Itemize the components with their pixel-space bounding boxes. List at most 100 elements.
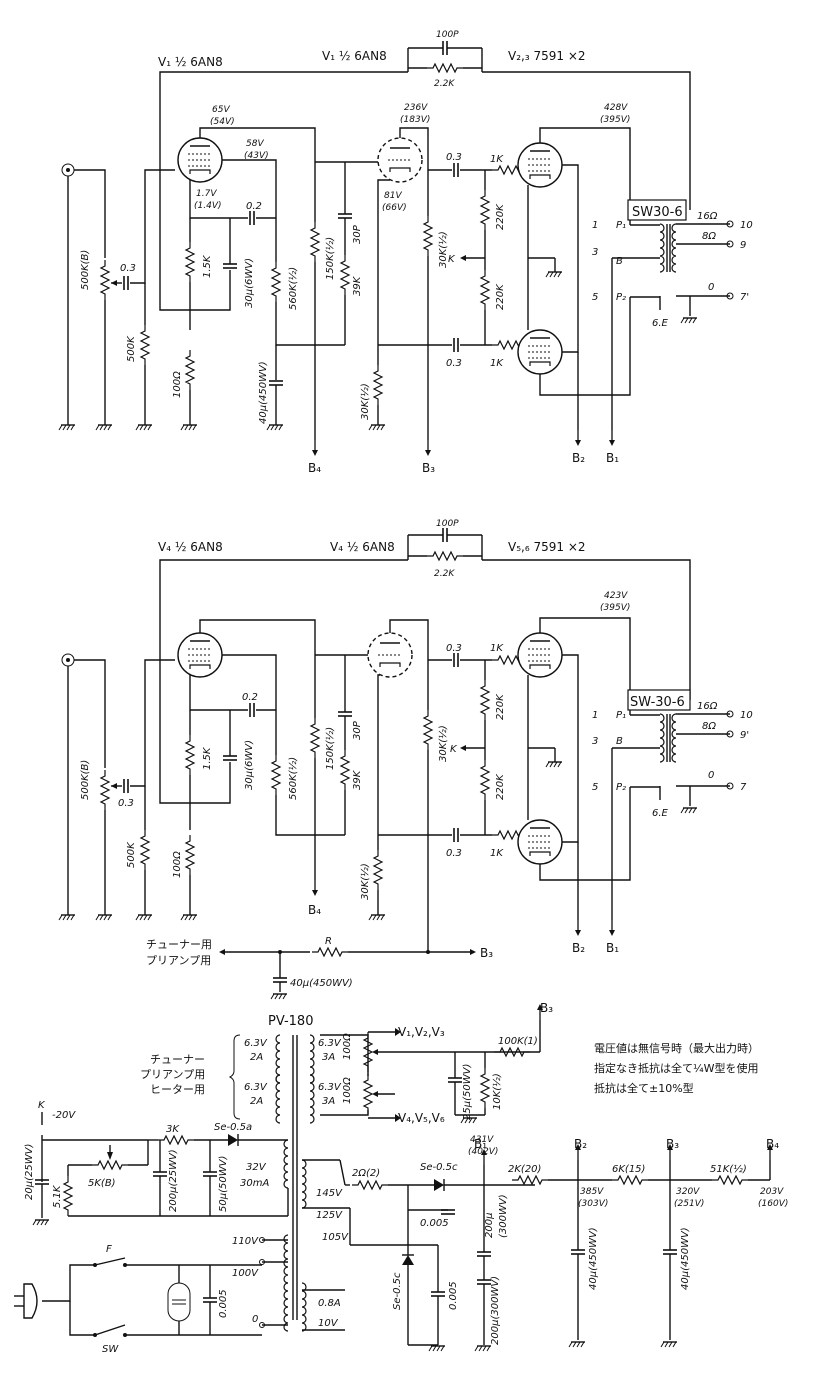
bias-voltage: -20V bbox=[52, 1110, 76, 1121]
b4-label: B₄ bbox=[308, 461, 321, 475]
grid-res-label: 500K bbox=[126, 335, 137, 362]
input-cap-label-2: 0.3 bbox=[118, 798, 134, 809]
cap-40u-b: 40μ(450WV) bbox=[680, 1227, 691, 1290]
cap-20u: 20μ(25WV) bbox=[24, 1144, 35, 1200]
tap-145v: 145V bbox=[316, 1188, 343, 1199]
res-3k: 3K bbox=[166, 1124, 180, 1135]
feedback-res-label-2: 2.2K bbox=[434, 569, 455, 579]
res-220k-b-2: 220K bbox=[495, 773, 506, 800]
heater2-a: 2A bbox=[250, 1096, 263, 1107]
res-150k-2: 150K(½) bbox=[324, 727, 336, 770]
p1-label: P₁ bbox=[616, 220, 626, 231]
v-160: (160V) bbox=[758, 1199, 788, 1209]
res-30k-a: 30K(½) bbox=[437, 231, 449, 268]
b3-label: B₃ bbox=[422, 461, 435, 475]
cap-0.005-a: 0.005 bbox=[420, 1218, 449, 1229]
cap-200u-b: 200μ(300WV) bbox=[490, 1276, 501, 1345]
amplifier-channel-2: 100P 2.2K V₄ ½ 6AN8 V₄ ½ 6AN8 V₅,₆ 7591 … bbox=[58, 519, 753, 1000]
hum-pot-2: 100Ω bbox=[342, 1077, 353, 1104]
term-9-2: 9' bbox=[740, 730, 749, 741]
v-pen-cath-max: (1.4V) bbox=[194, 201, 222, 211]
pin-5: 5 bbox=[592, 292, 598, 303]
v-out-plate-max: (395V) bbox=[600, 115, 630, 125]
tap-8ohm-2: 8Ω bbox=[702, 721, 716, 732]
v-out-plate: 428V bbox=[604, 103, 628, 113]
b1-label: B₁ bbox=[606, 451, 619, 465]
res-1k-a-2: 1K bbox=[490, 643, 504, 654]
bias-k: K bbox=[448, 254, 456, 265]
res-39k: 39K bbox=[352, 275, 363, 296]
hum-pot-1: 100Ω bbox=[342, 1033, 353, 1060]
term-10: 10 bbox=[740, 220, 753, 231]
tap-105v: 105V bbox=[322, 1232, 349, 1243]
b1-label-psu: B₁ bbox=[474, 1137, 487, 1151]
tap-16ohm: 16Ω bbox=[697, 211, 718, 222]
res-r: R bbox=[325, 936, 332, 947]
res-10k: 10K(½) bbox=[491, 1073, 503, 1110]
res-6k: 6K(15) bbox=[612, 1164, 645, 1175]
cap-30p: 30P bbox=[352, 224, 363, 244]
bias-k-psu: K bbox=[38, 1100, 46, 1111]
heater1-v: 6.3V bbox=[244, 1038, 268, 1049]
tap-0: 0 bbox=[708, 282, 714, 293]
bias-k-2: K bbox=[450, 744, 458, 755]
bias-winding-v: 32V bbox=[246, 1162, 267, 1173]
res-1k-b: 1K bbox=[490, 358, 504, 369]
tap-0-2: 0 bbox=[708, 770, 714, 781]
b3-label-2: B₃ bbox=[480, 946, 493, 960]
b1-label-2: B₁ bbox=[606, 941, 619, 955]
p2-label-2: P₂ bbox=[616, 782, 626, 793]
cap-0.2: 0.2 bbox=[246, 201, 262, 212]
volume-label-2: 500K(B) bbox=[80, 760, 91, 800]
cath-res-100: 100Ω bbox=[172, 371, 183, 398]
v-pen-plate: 65V bbox=[212, 105, 230, 115]
cap-25u: 25μ(50WV) bbox=[462, 1064, 473, 1120]
res-1k-b-2: 1K bbox=[490, 848, 504, 859]
pin-3-2: 3 bbox=[592, 736, 598, 747]
res-560k-2: 560K(½) bbox=[287, 757, 299, 800]
pin-1-2: 1 bbox=[592, 710, 598, 721]
term-10-2: 10 bbox=[740, 710, 753, 721]
primary-110v: 110V bbox=[232, 1236, 259, 1247]
tube-label-v4b: V₄ ½ 6AN8 bbox=[330, 540, 395, 554]
b2-label: B₂ bbox=[572, 451, 585, 465]
cap-40u-tuner: 40μ(450WV) bbox=[290, 978, 353, 989]
res-220k-a-2: 220K bbox=[495, 693, 506, 720]
p1-label-2: P₁ bbox=[616, 710, 626, 721]
res-30k-b-2: 30K(½) bbox=[359, 863, 371, 900]
grid-res-label-2: 500K bbox=[126, 841, 137, 868]
v-pen-screen: 58V bbox=[246, 139, 264, 149]
res-150k: 150K(½) bbox=[324, 237, 336, 280]
note-1: 電圧値は無信号時（最大出力時） bbox=[594, 1041, 759, 1055]
heater1-a: 2A bbox=[250, 1052, 263, 1063]
v-pen-screen-max: (43V) bbox=[244, 151, 269, 161]
cap-0.3-b-2: 0.3 bbox=[446, 848, 462, 859]
heater-out-2: V₄,V₅,V₆ bbox=[398, 1111, 445, 1125]
feedback-cap-label: 100P bbox=[436, 30, 459, 40]
res-51k: 51K(½) bbox=[710, 1163, 747, 1175]
b3-label-psu: B₃ bbox=[540, 1001, 553, 1015]
rect-se05a: Se-0.5a bbox=[214, 1122, 252, 1133]
v-431: 431V bbox=[470, 1135, 494, 1145]
res-2k: 2K(20) bbox=[508, 1164, 541, 1175]
cap-0.3-a-2: 0.3 bbox=[446, 643, 462, 654]
ground-e-label-2: 6.E bbox=[652, 808, 669, 819]
heater-out-1: V₁,V₂,V₃ bbox=[398, 1025, 445, 1039]
cap-0.005-line: 0.005 bbox=[218, 1289, 229, 1318]
tuner-label-2: プリアンプ用 bbox=[146, 954, 211, 967]
v-320: 320V bbox=[676, 1187, 700, 1197]
cap-50u: 50μ(50WV) bbox=[218, 1156, 229, 1212]
heater-label-1: チューナー bbox=[150, 1053, 205, 1066]
res-5.1k: 5.1K bbox=[52, 1184, 63, 1208]
tube-label-v1a: V₁ ½ 6AN8 bbox=[158, 55, 223, 69]
v-303: (303V) bbox=[578, 1199, 608, 1209]
p2-label: P₂ bbox=[616, 292, 626, 303]
term-7-2: 7 bbox=[740, 782, 747, 793]
v-pen-cath: 1.7V bbox=[196, 189, 217, 199]
b4-label-psu: B₄ bbox=[766, 1137, 779, 1151]
tuner-label-1: チューナー用 bbox=[146, 938, 212, 951]
res-30k-b: 30K(½) bbox=[359, 383, 371, 420]
tube-label-v23: V₂,₃ 7591 ×2 bbox=[508, 49, 586, 63]
note-3: 抵抗は全て±10%型 bbox=[594, 1081, 694, 1095]
